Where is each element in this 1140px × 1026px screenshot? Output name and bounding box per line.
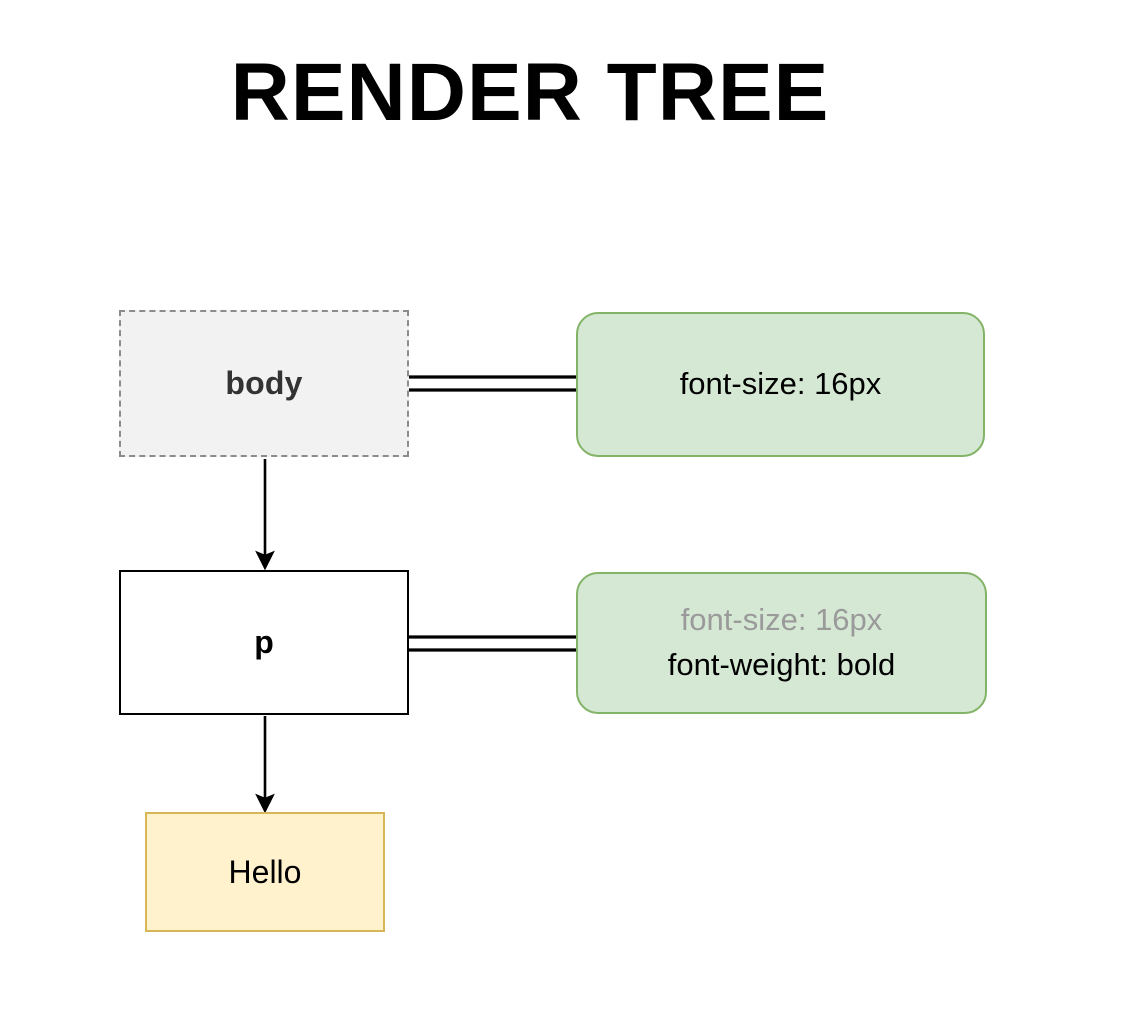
- link-body-to-styles: [409, 375, 578, 392]
- node-text-label: Hello: [228, 853, 302, 890]
- node-body[interactable]: body: [119, 310, 409, 457]
- style-box-body[interactable]: font-size: 16px: [576, 312, 985, 457]
- page-title: RENDER TREE: [230, 47, 830, 138]
- node-text-hello[interactable]: Hello: [145, 812, 385, 932]
- link-p-to-styles: [409, 635, 578, 652]
- style-box-p[interactable]: font-size: 16px font-weight: bold: [576, 572, 987, 714]
- node-body-label: body: [225, 365, 303, 401]
- style-line-font-size: font-size: 16px: [679, 366, 882, 402]
- node-p-label: p: [254, 624, 274, 660]
- style-line-font-size-inherited: font-size: 16px: [680, 602, 883, 638]
- node-p[interactable]: p: [119, 570, 409, 715]
- style-line-font-weight: font-weight: bold: [667, 647, 896, 682]
